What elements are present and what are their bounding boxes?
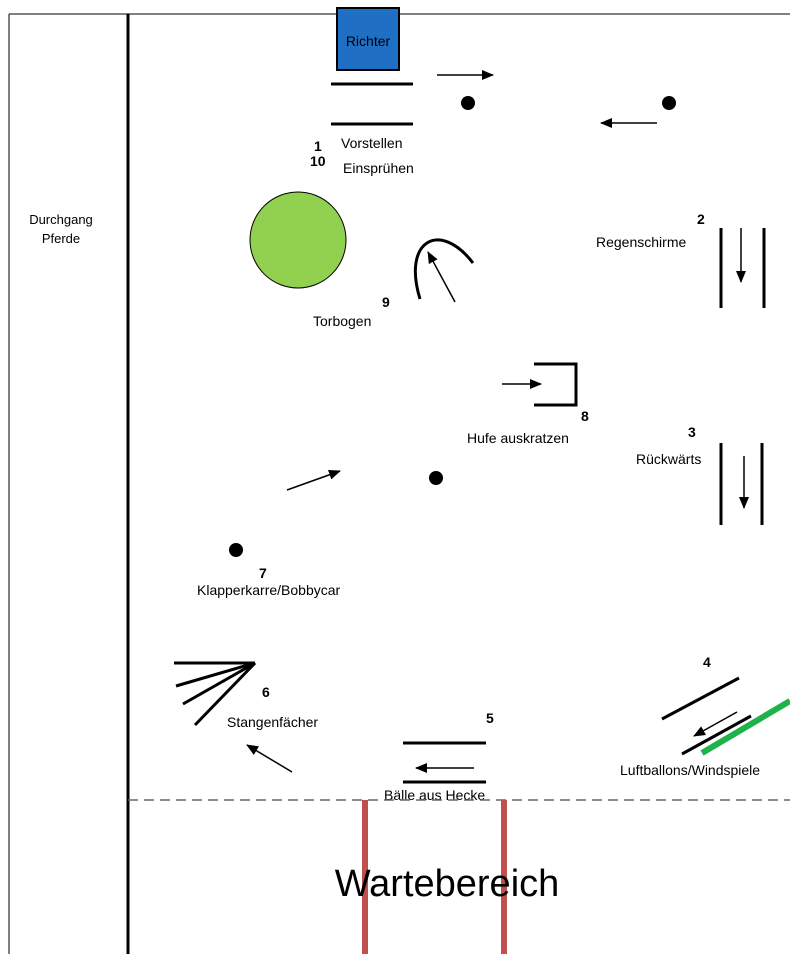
richter-label: Richter xyxy=(346,33,391,49)
torbogen-arch xyxy=(413,238,475,300)
cone-dot xyxy=(461,96,475,110)
waiting-area-label: Wartebereich xyxy=(335,863,560,905)
station-2-label: Regenschirme xyxy=(596,234,686,250)
station-7-label: Klapperkarre/Bobbycar xyxy=(197,582,341,598)
station-4-green-bar xyxy=(700,698,790,756)
station-1-label: Vorstellen xyxy=(341,135,402,151)
cone-dot xyxy=(662,96,676,110)
torbogen-arrow xyxy=(427,251,456,303)
station-5-label: Bälle aus Hecke xyxy=(384,787,485,803)
station-8-number: 8 xyxy=(581,408,589,424)
station-8-bracket xyxy=(534,362,578,407)
station-4-label: Luftballons/Windspiele xyxy=(620,762,760,778)
fan-pole xyxy=(182,661,256,706)
fan-pole xyxy=(193,661,257,727)
station-4-bar-upper xyxy=(661,676,740,721)
station-3-label: Rückwärts xyxy=(636,451,701,467)
corridor-label-line2: Pferde xyxy=(42,231,80,246)
station-8-label: Hufe auskratzen xyxy=(467,430,569,446)
cone-dot xyxy=(229,543,243,557)
corridor-label-line1: Durchgang xyxy=(29,212,93,227)
cone-dot xyxy=(429,471,443,485)
green-circle-obstacle xyxy=(249,191,347,289)
station-5-number: 5 xyxy=(486,710,494,726)
station-9-label: Torbogen xyxy=(313,313,371,329)
station-10-label: Einsprühen xyxy=(343,160,414,176)
route-arrow-up-left xyxy=(246,744,293,773)
station-2-number: 2 xyxy=(697,211,705,227)
route-arrow-diagonal xyxy=(286,470,341,491)
fan-pole xyxy=(175,661,256,688)
station-6-label: Stangenfächer xyxy=(227,714,318,730)
station-3-number: 3 xyxy=(688,424,696,440)
station-1-number: 1 xyxy=(314,138,322,154)
station-4-number: 4 xyxy=(703,654,711,670)
station-10-number: 10 xyxy=(310,153,326,169)
station-7-number: 7 xyxy=(259,565,267,581)
station-6-number: 6 xyxy=(262,684,270,700)
station-9-number: 9 xyxy=(382,294,390,310)
richter-box xyxy=(336,7,400,71)
station-4-bar-lower xyxy=(681,714,752,756)
station-4-arrow xyxy=(693,711,738,737)
